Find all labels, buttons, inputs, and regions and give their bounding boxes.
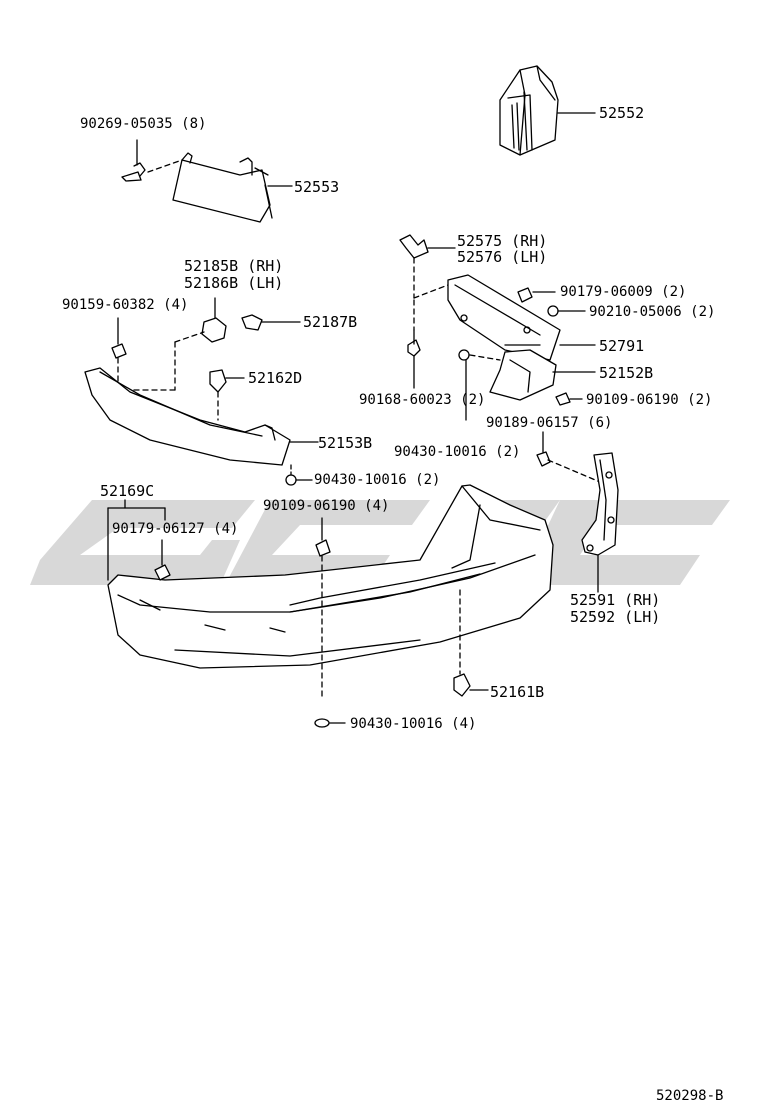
screw-90159 — [111, 317, 127, 411]
label-90109-06190-2: 90109-06190 (2) — [586, 392, 713, 408]
clip-52161B — [453, 589, 489, 697]
trim-52153B — [84, 367, 319, 466]
label-52152B: 52152B — [599, 364, 654, 382]
footer-code: 520298-B — [656, 1088, 724, 1104]
label-52592: 52592 (LH) — [570, 608, 661, 626]
label-90179-06009: 90179-06009 (2) — [560, 284, 687, 300]
bracket-52591 — [581, 452, 619, 593]
label-90430-10016-mid: 90430-10016 (2) — [314, 472, 441, 488]
label-52576: 52576 (LH) — [457, 248, 548, 266]
bolt-90109-06190b — [315, 517, 331, 701]
label-52169C: 52169C — [100, 482, 155, 500]
washer-90430b — [285, 464, 313, 486]
washer-90210 — [547, 305, 586, 317]
label-52552: 52552 — [599, 104, 645, 122]
label-90159-60382: 90159-60382 (4) — [62, 297, 189, 313]
label-52153B: 52153B — [318, 434, 373, 452]
clip-52162D — [209, 369, 245, 421]
label-52185B: 52185B (RH) — [184, 257, 284, 275]
label-90168-60023: 90168-60023 (2) — [359, 392, 486, 408]
label-52162D: 52162D — [248, 369, 303, 387]
label-52553: 52553 — [294, 178, 340, 196]
label-52187B: 52187B — [303, 313, 358, 331]
label-90189-06157: 90189-06157 (6) — [486, 415, 613, 431]
label-90430-10016-lower: 90430-10016 (4) — [350, 716, 477, 732]
label-90109-06190-4: 90109-06190 (4) — [263, 498, 390, 514]
label-90179-06127: 90179-06127 (4) — [112, 521, 239, 537]
bolt-90109-06190a — [555, 392, 583, 406]
washer-90430c — [314, 718, 346, 728]
label-90269-05035: 90269-05035 (8) — [80, 116, 207, 132]
label-52791: 52791 — [599, 337, 645, 355]
bumper-cover — [107, 484, 554, 669]
screw-90168 — [407, 299, 421, 389]
nut-90189 — [536, 431, 601, 483]
cover-52553 — [121, 139, 293, 223]
label-52591: 52591 (RH) — [570, 591, 661, 609]
guard-52552 — [499, 65, 596, 156]
liner-52152B — [489, 349, 596, 401]
label-52575: 52575 (RH) — [457, 232, 548, 250]
washer-90430a — [458, 349, 501, 421]
label-90430-10016-upper: 90430-10016 (2) — [394, 444, 521, 460]
label-52161B: 52161B — [490, 683, 545, 701]
retainer-52169C — [107, 499, 171, 581]
label-90210-05006: 90210-05006 (2) — [589, 304, 716, 320]
clip-52185B — [174, 297, 301, 391]
clip-52575 — [399, 234, 456, 299]
fastener-90179-06009 — [517, 287, 556, 303]
label-52186B: 52186B (LH) — [184, 274, 284, 292]
bracket-52791 — [447, 274, 596, 361]
